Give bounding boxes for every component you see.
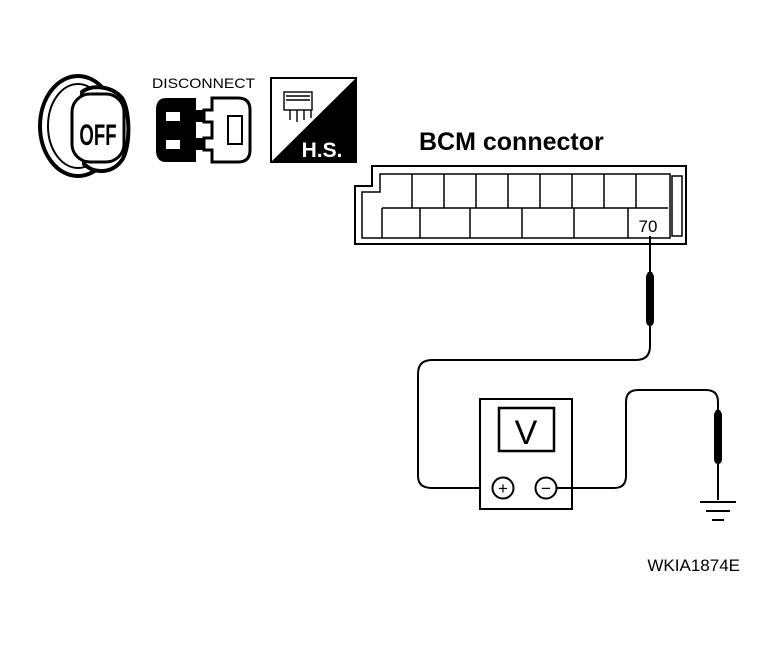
- ground-probe: [714, 410, 722, 500]
- negative-lead-wire: [557, 389, 719, 489]
- negative-terminal-icon: [534, 476, 558, 500]
- positive-terminal-label: +: [498, 479, 508, 498]
- disconnect-label: DISCONNECT: [152, 75, 255, 91]
- voltmeter-display: V: [515, 414, 538, 452]
- ignition-key-off-icon: OFF: [38, 74, 131, 178]
- positive-terminal-icon: [491, 476, 515, 500]
- harness-side-icon: H.S.: [270, 77, 357, 163]
- negative-terminal-label: −: [541, 479, 551, 498]
- ignition-off-label: OFF: [79, 119, 116, 153]
- bcm-connector-face: [354, 165, 687, 245]
- harness-side-label: H.S.: [302, 139, 343, 162]
- terminal-70-label: 70: [639, 217, 658, 236]
- positive-lead-wire: [417, 338, 651, 489]
- ground-icon: [700, 501, 736, 521]
- bcm-connector-title: BCM connector: [419, 128, 604, 156]
- positive-probe: [646, 236, 654, 338]
- figure-id: WKIA1874E: [647, 556, 740, 575]
- connector-disconnect-icon: DISCONNECT: [152, 75, 255, 164]
- voltmeter: V + −: [479, 398, 573, 510]
